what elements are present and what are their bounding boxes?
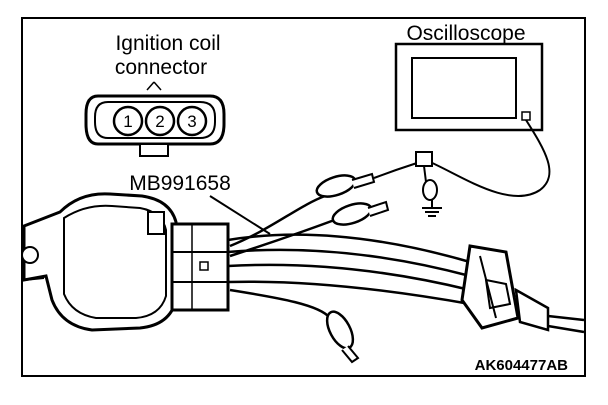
connector-label-line2: connector — [115, 56, 207, 79]
pin-2-label: 2 — [155, 112, 164, 131]
figure-code: AK604477AB — [475, 357, 569, 374]
coil-connector-icon: 1 2 3 — [84, 81, 226, 157]
oscilloscope-icon — [394, 42, 544, 132]
alligator-clip-icon — [315, 172, 390, 364]
ignition-coil-icon — [21, 192, 230, 332]
test-harness-icon — [227, 194, 585, 334]
connector-label-line1: Ignition coil — [115, 32, 220, 55]
pin-1-label: 1 — [123, 112, 132, 131]
ground-symbol-icon — [422, 165, 442, 217]
pin-3-label: 3 — [187, 112, 196, 131]
oscilloscope-label: Oscilloscope — [406, 22, 525, 45]
harness-tool-label: MB991658 — [129, 172, 231, 195]
